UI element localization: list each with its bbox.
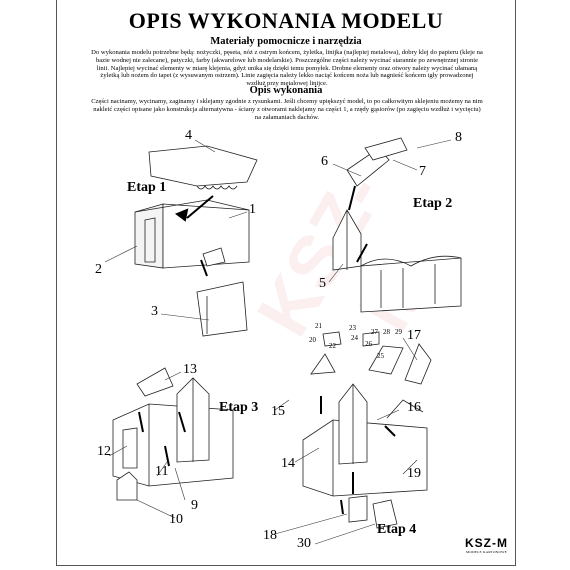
stage4-base-parts [348,495,398,529]
part-number-17: 17 [407,328,421,343]
instruction-sheet: OPIS WYKONANIA MODELU Materiały pomocnic… [56,0,516,566]
part-number-9: 9 [191,498,198,513]
part-number-8: 8 [455,130,462,145]
brand-logo-text: KSZ-M [465,536,508,550]
part-number-20: 20 [309,336,316,344]
part-number-10: 10 [169,512,183,527]
assembly-arrows [138,185,396,515]
part-number-4: 4 [185,128,192,143]
part-number-27: 27 [371,328,378,336]
stage1-roof-piece [148,145,258,190]
part-number-14: 14 [281,456,295,471]
part-number-2: 2 [95,262,102,277]
part-number-29: 29 [395,328,402,336]
assembly-drawings [104,137,462,545]
page-title: OPIS WYKONANIA MODELU [128,8,444,33]
stage-label-etap3: Etap 3 [219,400,259,415]
part-number-23: 23 [349,324,356,332]
part-number-3: 3 [151,304,158,319]
stage3-chimney-piece [116,471,138,501]
stage3-building [112,377,234,487]
execution-paragraph: Części nacinamy, wycinamy, zaginamy i sk… [91,98,483,121]
stage3-roof-flap [136,367,174,397]
part-number-21: 21 [315,322,322,330]
part-number-12: 12 [97,444,111,459]
stage4-small-parts [310,331,432,385]
stage4-building [302,383,428,497]
part-number-24: 24 [351,334,358,342]
execution-heading: Opis wykonania [249,85,323,96]
materials-heading: Materiały pomocnicze i narzędzia [210,36,362,47]
part-number-15: 15 [271,404,285,419]
part-number-22: 22 [329,342,336,350]
stage-label-etap2: Etap 2 [413,196,453,211]
part-number-6: 6 [321,154,328,169]
materials-paragraph: Do wykonania modelu potrzebne będą: noży… [91,49,483,88]
part-number-19: 19 [407,466,421,481]
stage2-tower [332,209,362,271]
part-number-11: 11 [155,464,169,479]
part-number-5: 5 [319,276,326,291]
stage-label-etap1: Etap 1 [127,180,167,195]
stage1-wall-body [134,199,250,269]
stage1-wall-piece [196,281,248,337]
part-number-7: 7 [419,164,426,179]
brand-logo-tagline: MODELE KARTONOWE [466,550,507,554]
stage2-gable-piece [364,137,408,161]
part-number-13: 13 [183,362,197,377]
part-number-25: 25 [377,352,384,360]
part-number-16: 16 [407,400,421,415]
part-number-28: 28 [383,328,390,336]
leader-lines [104,139,452,545]
stage2-base-walls [360,255,462,313]
part-number-30: 30 [297,536,311,551]
part-number-1: 1 [249,202,256,217]
brand-logo: KSZ-M MODELE KARTONOWE [465,536,508,554]
stage1-small-roof [202,247,226,267]
part-number-18: 18 [263,528,277,543]
part-number-26: 26 [365,340,372,348]
stage-label-etap4: Etap 4 [377,522,417,537]
